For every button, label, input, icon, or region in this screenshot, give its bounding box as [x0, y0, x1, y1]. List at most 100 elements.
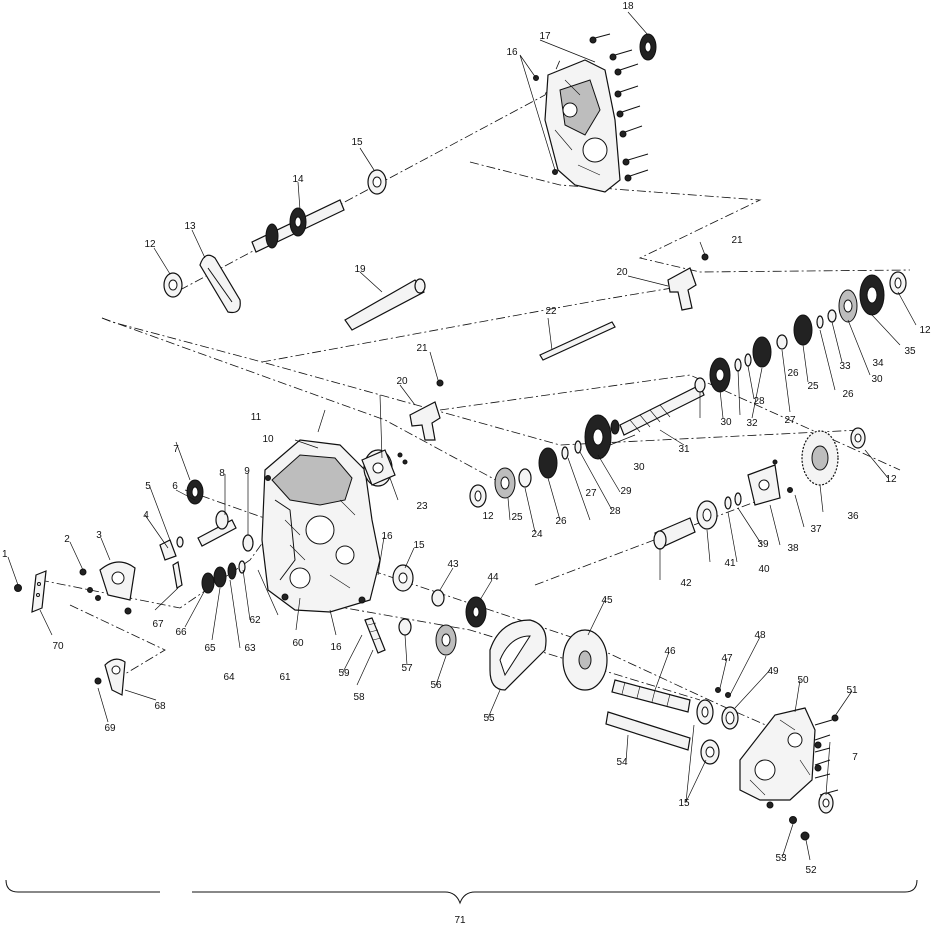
callout-45: 45	[601, 595, 613, 606]
callout-10: 10	[262, 434, 274, 445]
left-shift-controls	[14, 479, 254, 696]
cover-bolts	[533, 33, 649, 182]
callout-26-mid: 26	[787, 368, 799, 379]
callout-50: 50	[797, 675, 809, 686]
callout-71: 71	[454, 915, 466, 926]
callout-69: 69	[104, 723, 116, 734]
callout-30-left: 30	[633, 462, 645, 473]
callout-60: 60	[292, 638, 304, 649]
callout-2: 2	[64, 534, 70, 545]
callout-40: 40	[758, 564, 770, 575]
callout-52: 52	[805, 865, 817, 876]
transmission-housing	[261, 439, 381, 613]
callout-21-left: 21	[416, 343, 428, 354]
pins-and-rods	[344, 278, 616, 361]
callout-12-right: 12	[919, 325, 931, 336]
leader-lines	[7, 11, 917, 861]
upper-shaft-assembly	[163, 169, 387, 314]
callout-16-top: 16	[506, 47, 518, 58]
callout-4: 4	[143, 510, 149, 521]
callout-43: 43	[447, 559, 459, 570]
callout-12-center: 12	[482, 511, 494, 522]
callout-23: 23	[416, 501, 428, 512]
callout-16-housing: 16	[381, 531, 393, 542]
callout-38: 38	[787, 543, 799, 554]
callout-46: 46	[664, 646, 676, 657]
callout-49: 49	[767, 666, 779, 677]
callout-9: 9	[244, 466, 250, 477]
callout-28-left: 28	[609, 506, 621, 517]
callout-33: 33	[839, 361, 851, 372]
callout-20-right: 20	[616, 267, 628, 278]
callout-56: 56	[430, 680, 442, 691]
callout-30-mid: 30	[720, 417, 732, 428]
lower-drive-components	[364, 564, 739, 765]
callout-41: 41	[724, 558, 736, 569]
callout-18: 18	[622, 1, 634, 12]
callout-61: 61	[279, 672, 291, 683]
callout-21-right: 21	[731, 235, 743, 246]
callout-15-upper: 15	[351, 137, 363, 148]
callout-12-upper: 12	[144, 239, 156, 250]
callout-29: 29	[620, 486, 632, 497]
shift-forks	[409, 253, 709, 441]
callout-8: 8	[219, 468, 225, 479]
callout-19: 19	[354, 264, 366, 275]
callout-31: 31	[678, 444, 690, 455]
callout-58: 58	[353, 692, 365, 703]
callout-62: 62	[249, 615, 261, 626]
callout-6: 6	[172, 481, 178, 492]
callout-11: 11	[251, 412, 262, 423]
callout-51: 51	[846, 685, 858, 696]
callout-42: 42	[680, 578, 692, 589]
callout-14: 14	[292, 174, 304, 185]
callout-54: 54	[616, 757, 628, 768]
callout-20-left: 20	[396, 376, 408, 387]
callout-37: 37	[810, 524, 822, 535]
callout-12-reverse: 12	[885, 474, 897, 485]
callout-59: 59	[338, 668, 350, 679]
callout-22: 22	[545, 306, 557, 317]
callout-28-right: 28	[753, 396, 765, 407]
callout-63: 63	[244, 643, 256, 654]
callout-27-right: 27	[784, 415, 796, 426]
callout-26-left: 26	[555, 516, 567, 527]
callout-26-right: 26	[842, 389, 854, 400]
callout-39: 39	[757, 539, 769, 550]
callout-16-lower: 16	[330, 642, 342, 653]
callout-36: 36	[847, 511, 859, 522]
callout-3: 3	[96, 530, 102, 541]
callout-27-left: 27	[585, 488, 597, 499]
gasket-plate	[361, 449, 408, 486]
callout-67: 67	[152, 619, 164, 630]
side-cover	[739, 707, 839, 841]
reverse-gear-group	[653, 427, 866, 550]
callout-34: 34	[872, 358, 884, 369]
top-cover	[533, 33, 657, 193]
callout-68: 68	[154, 701, 166, 712]
assembly-centerlines	[39, 59, 911, 741]
callout-1: 1	[2, 549, 8, 560]
callout-65: 65	[204, 643, 216, 654]
callout-15-lower: 15	[678, 798, 690, 809]
callout-30-right: 30	[871, 374, 883, 385]
callout-70: 70	[52, 641, 64, 652]
callout-24: 24	[531, 529, 543, 540]
callout-13: 13	[184, 221, 196, 232]
callout-35: 35	[904, 346, 916, 357]
callout-25-left: 25	[511, 512, 523, 523]
callout-66: 66	[175, 627, 187, 638]
callout-32: 32	[746, 418, 758, 429]
callout-25-right: 25	[807, 381, 819, 392]
callout-15-middle: 15	[413, 540, 425, 551]
callout-7-lower: 7	[852, 752, 858, 763]
callout-47: 47	[721, 653, 733, 664]
callout-44: 44	[487, 572, 499, 583]
callout-48: 48	[754, 630, 766, 641]
callout-55: 55	[483, 713, 495, 724]
callout-64: 64	[223, 672, 235, 683]
callout-5: 5	[145, 481, 151, 492]
callout-7: 7	[173, 444, 179, 455]
